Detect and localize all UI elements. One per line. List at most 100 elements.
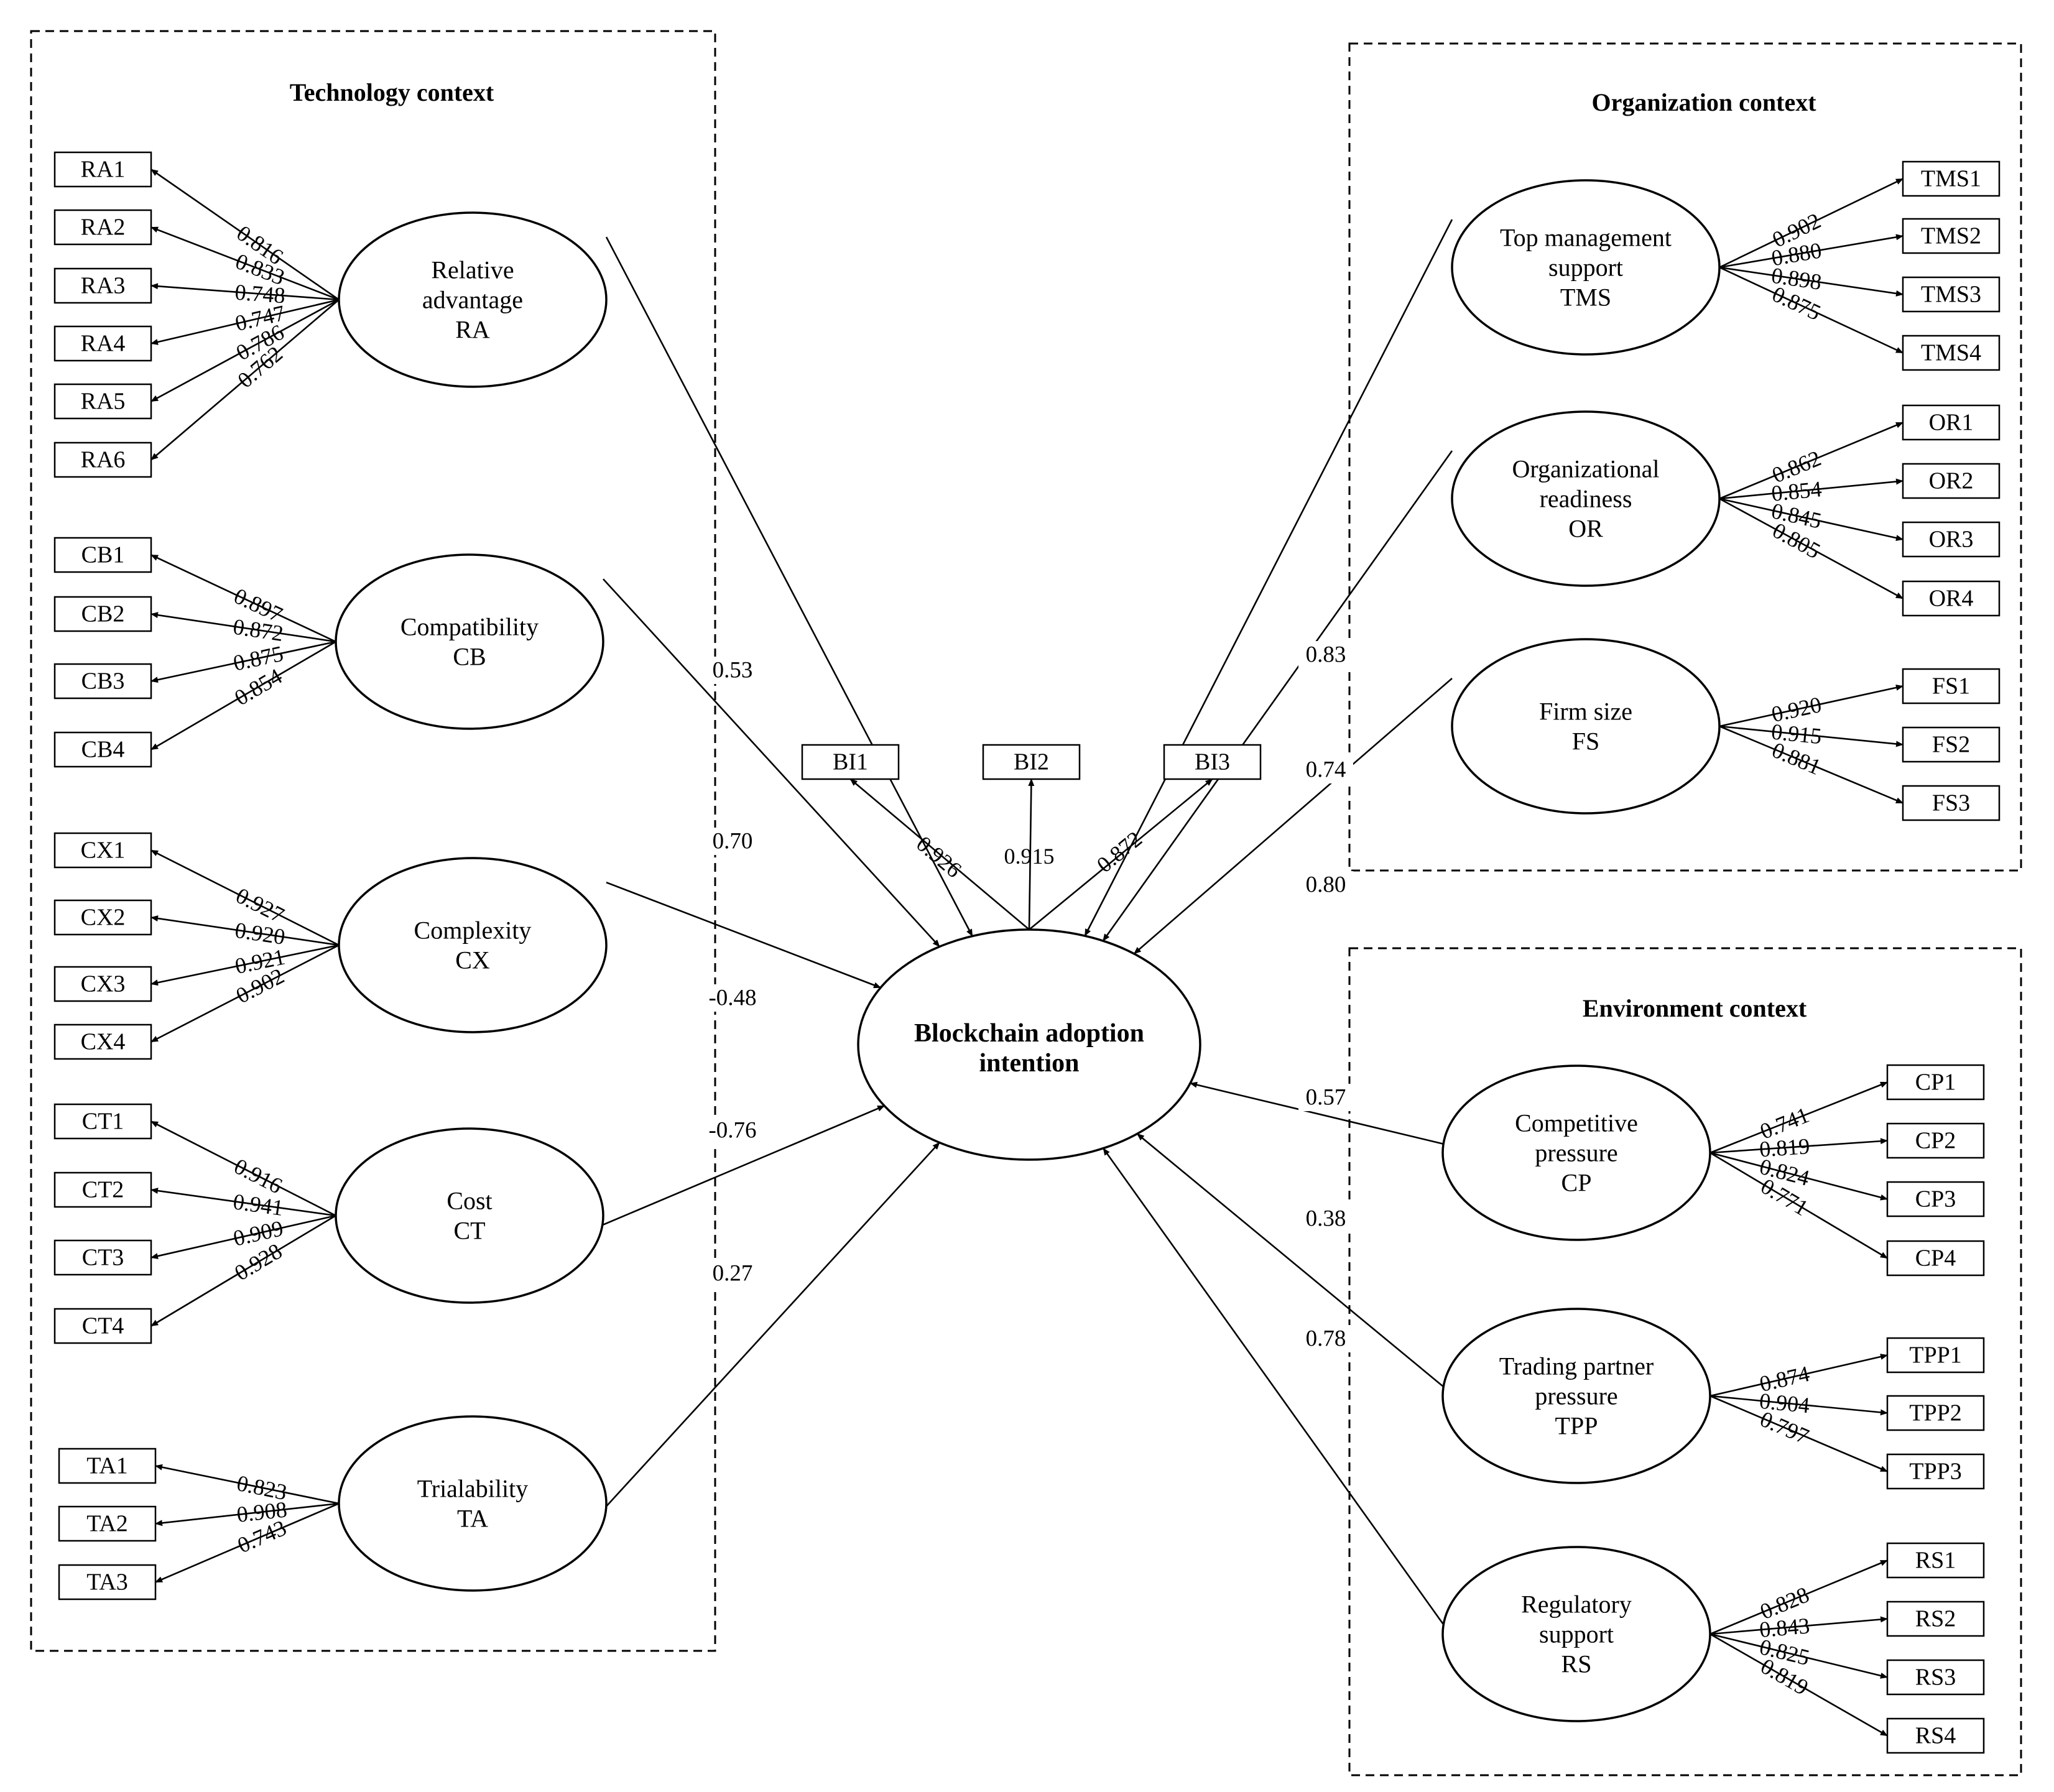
loading-arrow-rs4 <box>1709 1633 1888 1737</box>
path-coefficient-tpp: 0.38 <box>1306 1206 1346 1232</box>
loading-arrow-tms4 <box>1719 266 1904 354</box>
indicator-label-tms1: TMS1 <box>1921 166 1981 192</box>
indicator-label-tms2: TMS2 <box>1921 223 1981 249</box>
loading-arrow-fs3 <box>1719 725 1904 804</box>
construct-label-tpp-1: Trading partner <box>1499 1352 1654 1380</box>
indicator-tms1 <box>1902 160 2001 197</box>
path-arrow-rs <box>1103 1147 1445 1626</box>
construct-label-tms-2: support <box>1548 254 1623 282</box>
construct-label-fs-2: FS <box>1572 727 1600 755</box>
construct-fs <box>1451 638 1721 815</box>
indicator-label-ta1: TA1 <box>86 1453 128 1479</box>
indicator-ct1 <box>53 1103 152 1140</box>
path-coefficient-cp: 0.57 <box>1306 1085 1346 1111</box>
indicator-label-tpp2: TPP2 <box>1909 1400 1961 1426</box>
construct-tpp <box>1441 1308 1711 1484</box>
indicator-label-tms4: TMS4 <box>1921 340 1981 366</box>
indicator-label-cb3: CB3 <box>81 668 125 695</box>
loading-arrow-ta3 <box>155 1502 340 1583</box>
construct-label-tms-1: Top management <box>1500 224 1672 252</box>
indicator-label-cp1: CP1 <box>1915 1069 1956 1096</box>
path-label-backdrop-ct <box>705 1117 760 1144</box>
indicator-ta2 <box>58 1505 157 1542</box>
central-construct-label-line1: Blockchain adoption <box>914 1019 1144 1048</box>
path-coefficient-tms: 0.83 <box>1306 642 1346 668</box>
construct-label-ta-2: TA <box>457 1505 488 1533</box>
loading-arrow-cp2 <box>1709 1138 1888 1154</box>
loading-arrow-ra3 <box>150 283 340 301</box>
indicator-cb3 <box>53 663 152 700</box>
loading-label-ra3: 0.748 <box>234 280 286 308</box>
indicator-label-rs2: RS2 <box>1915 1606 1956 1632</box>
construct-label-ct-2: CT <box>453 1217 485 1245</box>
construct-label-ra-2: advantage <box>422 286 523 314</box>
path-coefficient-cx: -0.48 <box>708 986 756 1011</box>
path-label-backdrop-tpp <box>1298 1205 1353 1232</box>
indicator-bi2 <box>982 744 1081 780</box>
loading-arrow-cp4 <box>1709 1152 1888 1259</box>
technology-context-title: Technology context <box>290 78 494 106</box>
indicator-fs1 <box>1902 668 2001 704</box>
construct-label-ra-3: RA <box>455 316 490 344</box>
path-arrow-tpp <box>1136 1133 1445 1388</box>
construct-rs <box>1441 1546 1711 1722</box>
construct-label-cp-1: Competitive <box>1515 1109 1638 1137</box>
loading-arrow-bi2 <box>1028 778 1035 930</box>
indicator-cx3 <box>53 966 152 1002</box>
indicator-label-ra1: RA1 <box>81 157 126 183</box>
construct-label-rs-1: Regulatory <box>1521 1591 1632 1619</box>
loading-arrow-fs1 <box>1719 684 1904 727</box>
indicator-fs2 <box>1902 726 2001 763</box>
indicator-ct2 <box>53 1171 152 1208</box>
path-arrow-ta <box>596 1142 940 1517</box>
indicator-label-or3: OR3 <box>1929 527 1974 553</box>
construct-cb <box>335 553 604 730</box>
indicator-label-cp2: CP2 <box>1915 1128 1956 1154</box>
construct-label-rs-2: support <box>1539 1620 1614 1648</box>
construct-ta <box>338 1415 608 1592</box>
loading-arrow-bi3 <box>1029 778 1213 931</box>
indicator-label-cp3: CP3 <box>1915 1186 1956 1212</box>
loading-label-fs2: 0.915 <box>1770 719 1823 749</box>
indicator-ra6 <box>53 441 152 478</box>
indicator-ra5 <box>53 383 152 420</box>
indicator-label-or4: OR4 <box>1929 586 1974 612</box>
loading-arrow-ta1 <box>155 1464 340 1505</box>
indicator-label-ra5: RA5 <box>81 389 126 415</box>
path-coefficient-or: 0.74 <box>1306 757 1346 783</box>
path-arrow-or <box>1102 450 1453 941</box>
path-arrow-ra <box>605 236 973 937</box>
construct-tms <box>1451 179 1721 356</box>
environment-context-frame <box>1348 947 2022 1776</box>
loading-label-tpp2: 0.904 <box>1758 1388 1810 1418</box>
loading-arrow-cb3 <box>150 640 336 683</box>
construct-cp <box>1441 1065 1711 1241</box>
path-arrow-fs <box>1133 678 1453 954</box>
indicator-ra1 <box>53 151 152 188</box>
loading-arrow-rs1 <box>1709 1559 1888 1635</box>
indicator-label-cb4: CB4 <box>81 737 125 763</box>
indicator-or4 <box>1902 580 2001 617</box>
loading-arrow-cb2 <box>150 612 336 643</box>
construct-cx <box>338 857 608 1033</box>
indicator-label-ra2: RA2 <box>81 215 126 241</box>
loading-arrow-or1 <box>1719 422 1904 500</box>
loading-label-bi2: 0.915 <box>1004 844 1055 869</box>
loading-arrow-cx2 <box>150 915 340 946</box>
indicator-cp3 <box>1886 1181 1985 1217</box>
loading-arrow-ta2 <box>155 1502 340 1526</box>
indicator-label-cb2: CB2 <box>81 601 125 627</box>
indicator-ra3 <box>53 267 152 304</box>
path-label-backdrop-cp <box>1298 1084 1353 1111</box>
loading-arrow-rs3 <box>1709 1633 1888 1679</box>
indicator-label-cp4: CP4 <box>1915 1245 1956 1272</box>
labels-layer: Blockchain adoptionintentionBI10.926BI20… <box>81 157 1981 1749</box>
loading-arrow-tms3 <box>1719 266 1904 297</box>
indicator-rs2 <box>1886 1600 1985 1637</box>
loading-arrow-or3 <box>1719 497 1904 541</box>
path-arrow-cx <box>606 881 882 989</box>
indicator-tpp1 <box>1886 1337 1985 1374</box>
indicator-label-tpp3: TPP3 <box>1909 1459 1961 1485</box>
indicator-label-bi1: BI1 <box>833 749 868 775</box>
indicator-bi3 <box>1163 744 1262 780</box>
